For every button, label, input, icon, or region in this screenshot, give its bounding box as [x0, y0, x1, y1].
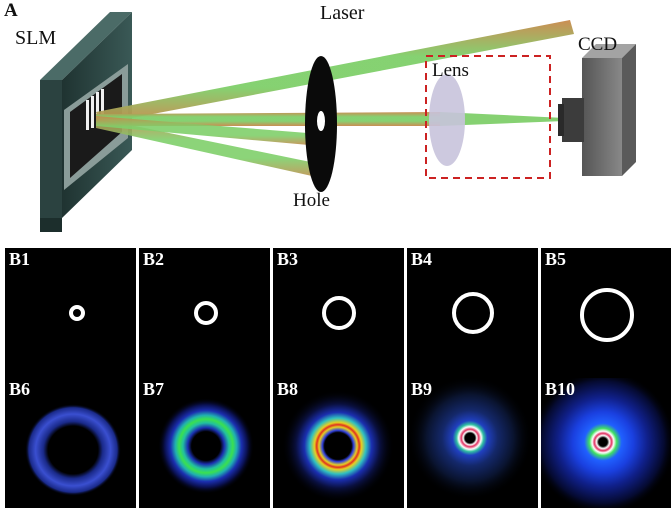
panel-b9-label: B9	[411, 379, 433, 399]
slm-label: SLM	[15, 27, 57, 49]
ccd-camera	[558, 44, 636, 176]
panel-b4: B4	[407, 248, 538, 378]
ring-b1	[69, 305, 85, 321]
hole-aperture	[305, 56, 337, 192]
panel-b10-label: B10	[545, 379, 576, 399]
panel-b4-label: B4	[411, 249, 433, 269]
ring-b3	[322, 296, 356, 330]
intensity-b10	[541, 378, 671, 508]
intensity-b8	[282, 390, 394, 502]
panel-b8: B8	[273, 378, 404, 508]
panel-b1-label: B1	[9, 249, 31, 269]
panel-b5-label: B5	[545, 249, 567, 269]
intensity-b6	[25, 404, 121, 496]
panel-b5: B5	[541, 248, 671, 378]
panel-b2: B2	[139, 248, 270, 378]
ccd-label: CCD	[578, 34, 618, 55]
ring-b2	[194, 301, 218, 325]
intensity-b7	[158, 398, 254, 494]
setup-diagram	[40, 12, 636, 232]
laser-label: Laser	[320, 2, 365, 24]
intensity-b9	[408, 378, 532, 500]
lens-dashed-box	[425, 55, 551, 179]
panel-b6: B6	[5, 378, 136, 508]
lens	[429, 74, 465, 166]
panel-b3: B3	[273, 248, 404, 378]
panel-b2-label: B2	[143, 249, 165, 269]
ring-b5	[580, 288, 634, 342]
panel-b9: B9	[407, 378, 538, 508]
panel-b10: B10	[541, 378, 671, 508]
panel-b6-label: B6	[9, 379, 31, 399]
panel-b8-label: B8	[277, 379, 299, 399]
lens-label: Lens	[432, 60, 469, 81]
panel-b7: B7	[139, 378, 270, 508]
hole-label: Hole	[293, 190, 330, 211]
panel-b3-label: B3	[277, 249, 299, 269]
hologram-pattern	[86, 89, 104, 130]
panel-b7-label: B7	[143, 379, 165, 399]
ring-b4	[452, 292, 494, 334]
laser-beams	[96, 20, 574, 180]
panel-label-a: A	[4, 0, 18, 21]
panel-b1: B1	[5, 248, 136, 378]
